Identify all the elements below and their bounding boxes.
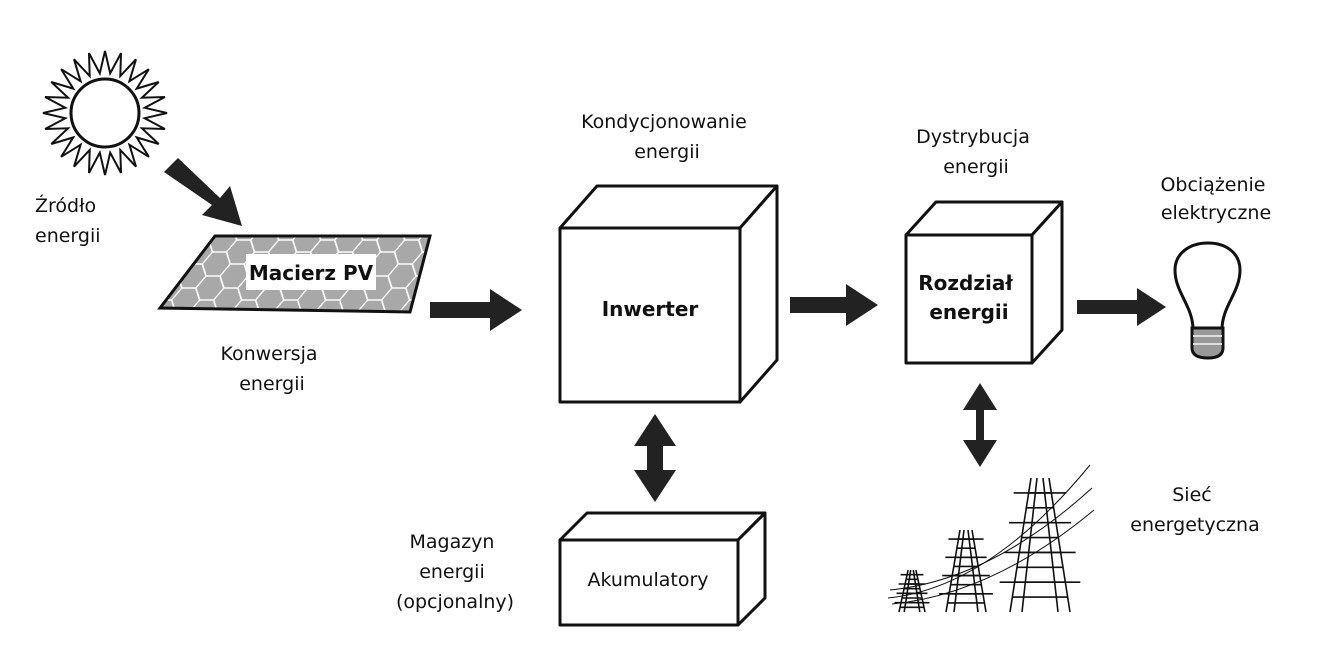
distribution-box: Rozdział energii: [904, 200, 1064, 365]
arrow-inverter-storage-bidirectional: [634, 414, 676, 502]
pv-label-background: [246, 254, 376, 290]
arrow-inverter-to-distribution: [790, 284, 878, 326]
pylon-icon: [939, 529, 993, 613]
arrow-distribution-to-load: [1077, 288, 1166, 326]
storage-caption: Magazyn energii (opcjonalny): [396, 531, 514, 613]
light-bulb-icon: [1173, 241, 1242, 360]
sun-disc: [69, 77, 141, 149]
inverter-caption: Kondycjonowanie energii: [581, 111, 753, 163]
distribution-caption: Dystrybucja energii: [916, 126, 1036, 178]
arrow-distribution-grid-bidirectional: [963, 383, 997, 467]
load-caption: Obciążenie elektryczne: [1160, 174, 1271, 224]
storage-box: Akumulatory: [558, 511, 767, 627]
inverter-title: Inwerter: [602, 297, 699, 321]
pv-array-title: Macierz PV: [249, 261, 374, 285]
distribution-title: Rozdział energii: [918, 271, 1019, 324]
source-label: Źródło energii: [35, 194, 102, 247]
arrow-pv-to-inverter: [430, 289, 522, 331]
pv-array: Macierz PV: [157, 234, 432, 314]
storage-title: Akumulatory: [587, 569, 708, 591]
pylon-icon: [999, 477, 1081, 613]
grid-caption: Sieć energetyczna: [1130, 484, 1259, 536]
power-lines: [887, 464, 1095, 605]
power-grid-icon: [887, 464, 1095, 613]
pv-array-caption: Konwersja energii: [220, 343, 323, 395]
arrow-sun-to-pv: [164, 158, 242, 226]
inverter-box: Inwerter: [558, 184, 779, 404]
sun-icon: [42, 50, 168, 176]
